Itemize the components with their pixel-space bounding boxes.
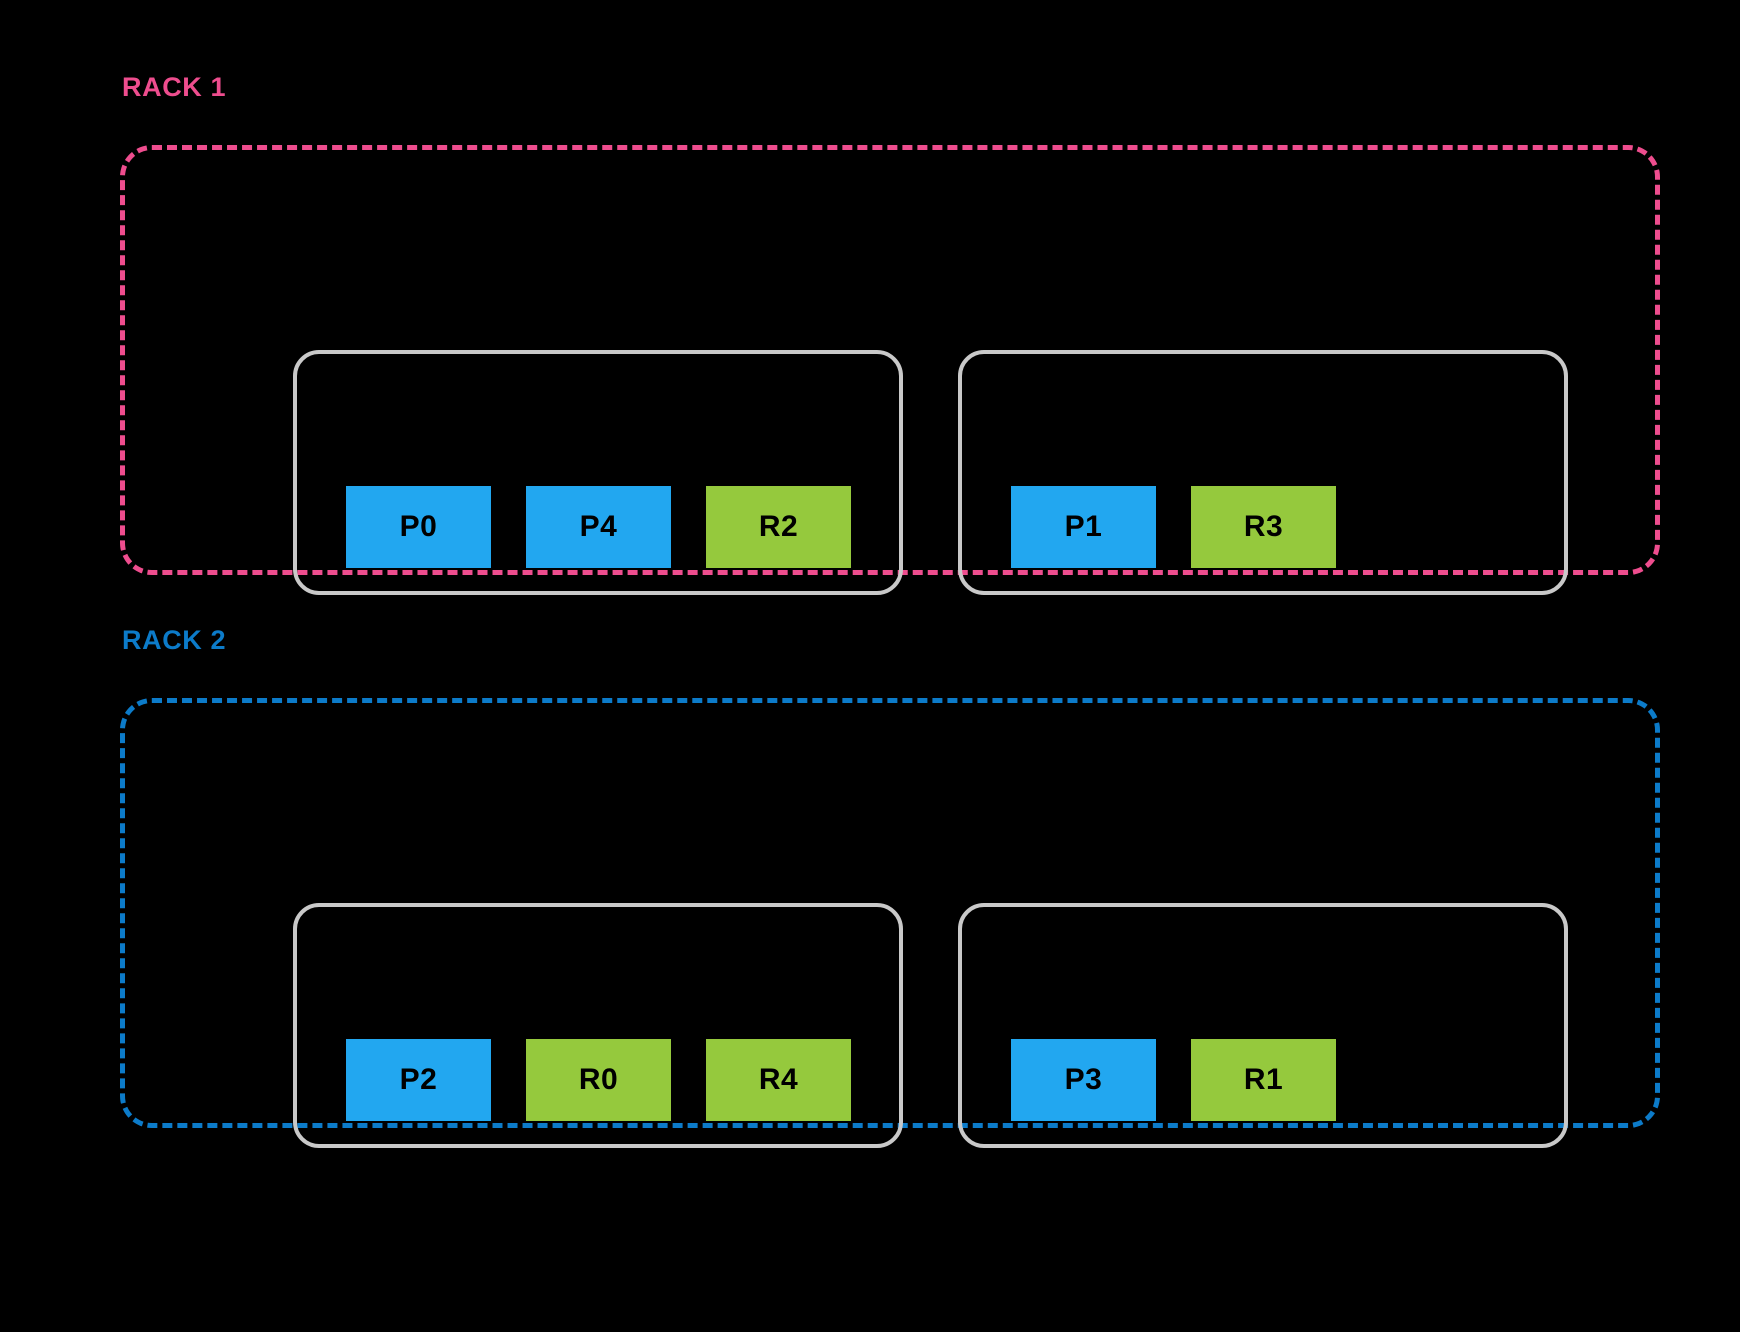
block-p3[interactable]: P3 <box>1011 1039 1156 1121</box>
block-p0[interactable]: P0 <box>346 486 491 568</box>
rack-boundary-2: P2 R0 R4 P3 R1 <box>120 698 1660 1148</box>
block-r2[interactable]: R2 <box>706 486 851 568</box>
block-row-rack1-a: P0 P4 R2 <box>297 486 899 568</box>
rack-boundary-1: P0 P4 R2 P1 R3 <box>120 145 1660 595</box>
block-r3[interactable]: R3 <box>1191 486 1336 568</box>
block-row-rack1-b: P1 R3 <box>962 486 1564 568</box>
block-r0[interactable]: R0 <box>526 1039 671 1121</box>
node-rack2-b: P3 R1 <box>958 903 1568 1148</box>
block-row-rack2-b: P3 R1 <box>962 1039 1564 1121</box>
node-rack2-a: P2 R0 R4 <box>293 903 903 1148</box>
block-p4[interactable]: P4 <box>526 486 671 568</box>
block-row-rack2-a: P2 R0 R4 <box>297 1039 899 1121</box>
rack-label-2: RACK 2 <box>122 625 227 655</box>
node-rack1-b: P1 R3 <box>958 350 1568 595</box>
block-r1[interactable]: R1 <box>1191 1039 1336 1121</box>
rack-label-1: RACK 1 <box>122 72 227 102</box>
block-p1[interactable]: P1 <box>1011 486 1156 568</box>
block-r4[interactable]: R4 <box>706 1039 851 1121</box>
node-rack1-a: P0 P4 R2 <box>293 350 903 595</box>
block-p2[interactable]: P2 <box>346 1039 491 1121</box>
